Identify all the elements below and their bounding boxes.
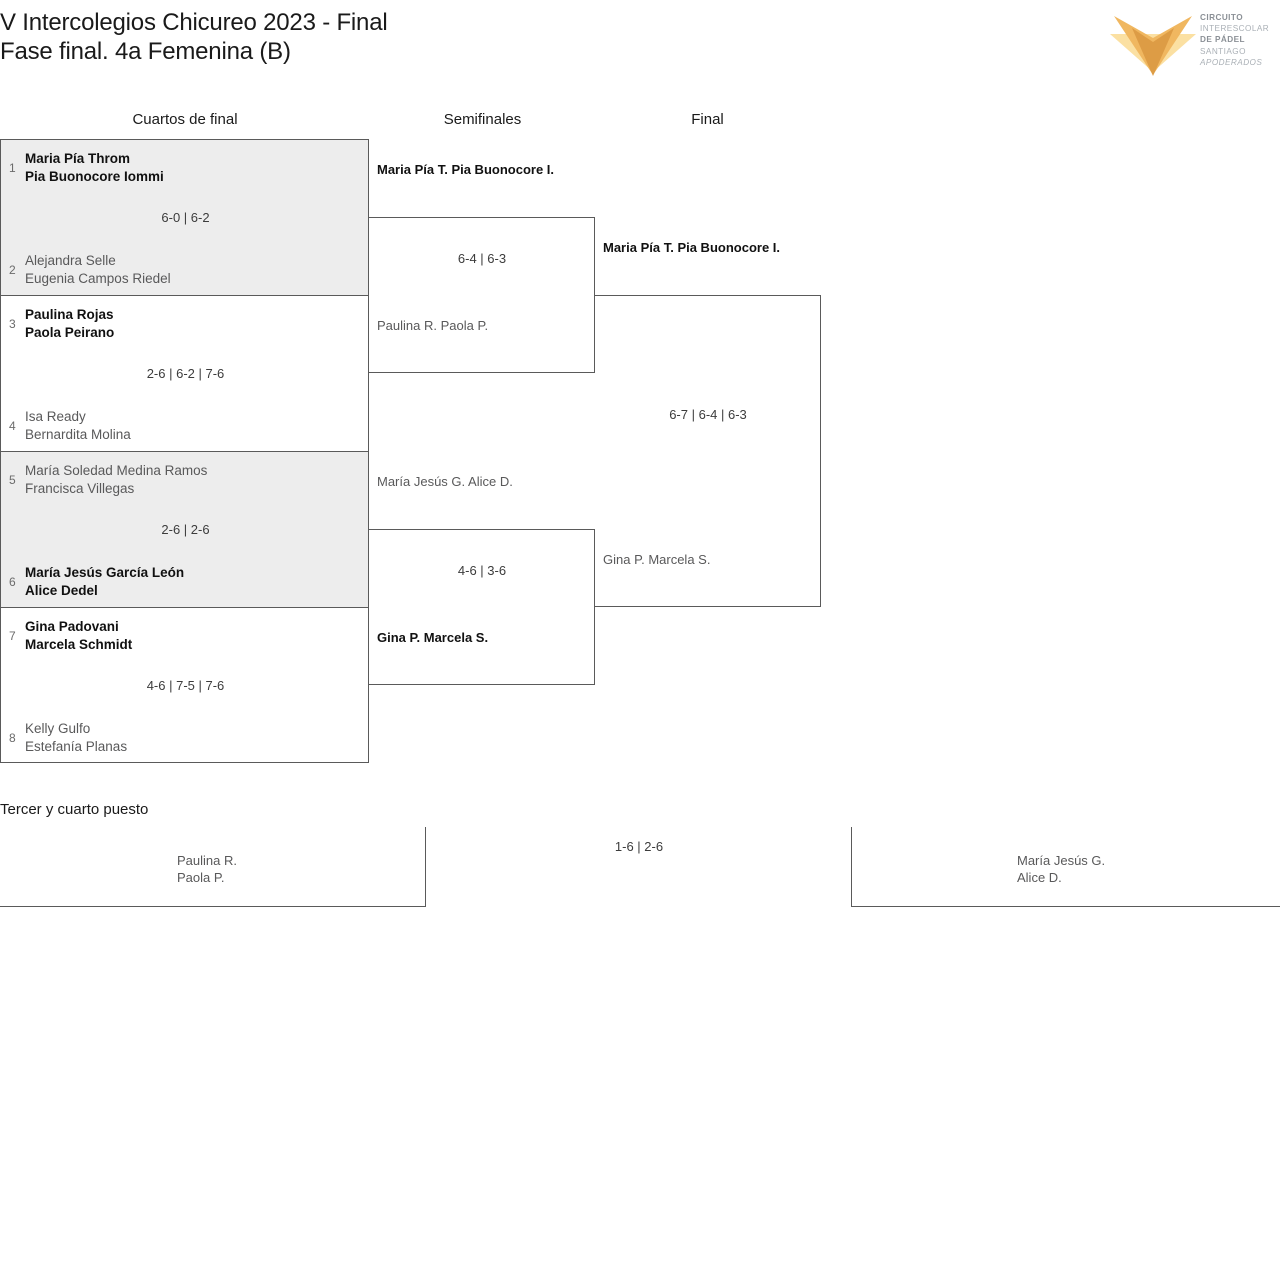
player-name: Maria Pía T. <box>377 162 448 177</box>
team-entry: Gina P. Marcela S. <box>603 551 710 569</box>
match-quarterfinal-4[interactable]: 7 Gina Padovani Marcela Schmidt 4-6 | 7-… <box>0 607 369 763</box>
player-name: Maria Pía T. <box>603 240 674 255</box>
player-name: Paola P. <box>177 870 225 885</box>
seed-number: 5 <box>9 473 16 487</box>
third-place-score: 1-6 | 2-6 <box>614 839 664 854</box>
round-header-quarterfinals: Cuartos de final <box>132 111 238 128</box>
match-score: 6-0 | 6-2 <box>161 210 210 225</box>
seed-number: 1 <box>9 161 16 175</box>
title-line-2: Fase final. 4a Femenina (B) <box>0 38 291 65</box>
match-semifinal-2[interactable]: María Jesús G. Alice D. 4-6 | 3-6 Gina P… <box>369 474 595 685</box>
seed-number: 2 <box>9 263 16 277</box>
team-entry: María Soledad Medina Ramos Francisca Vil… <box>25 462 207 498</box>
player-name: Alice D. <box>468 474 513 489</box>
seed-number: 4 <box>9 419 16 433</box>
player-name: María Jesús García León <box>25 565 185 580</box>
player-name: Maria Pía Throm <box>25 151 131 166</box>
player-name: Alejandra Selle <box>25 253 116 268</box>
match-quarterfinal-2[interactable]: 3 Paulina Rojas Paola Peirano 2-6 | 6-2 … <box>0 295 369 451</box>
team-entry: Paulina Rojas Paola Peirano <box>25 306 114 342</box>
match-final[interactable]: Maria Pía T. Pia Buonocore I. 6-7 | 6-4 … <box>595 240 821 607</box>
team-entry: María Jesús G. Alice D. <box>1017 852 1105 886</box>
player-name: Francisca Villegas <box>25 481 135 496</box>
player-name: Pia Buonocore I. <box>677 240 781 255</box>
logo-text-line-1: CIRCUITO <box>1200 13 1244 22</box>
match-score: 6-7 | 6-4 | 6-3 <box>669 407 747 422</box>
team-entry: Maria Pía T. Pia Buonocore I. <box>377 161 554 179</box>
match-score: 6-4 | 6-3 <box>457 251 507 266</box>
team-entry: Maria Pía T. Pia Buonocore I. <box>603 239 780 257</box>
third-place-title: Tercer y cuarto puesto <box>0 801 149 818</box>
player-name: María Soledad Medina Ramos <box>25 463 208 478</box>
team-entry: Maria Pía Throm Pia Buonocore Iommi <box>25 150 164 186</box>
bracket: 1 Maria Pía Throm Pia Buonocore Iommi 6-… <box>0 139 900 769</box>
team-entry: Paulina R. Paola P. <box>377 317 488 335</box>
seed-number: 8 <box>9 731 16 745</box>
player-name: Paulina Rojas <box>25 307 114 322</box>
match-score: 2-6 | 2-6 <box>161 522 210 537</box>
logo-text-line-3: DE PÁDEL <box>1200 35 1245 45</box>
third-place-left-slot[interactable]: Paulina R. Paola P. <box>0 827 426 907</box>
player-name: Marcela Schmidt <box>25 637 133 652</box>
player-name: Pia Buonocore I. <box>451 162 555 177</box>
team-entry: María Jesús G. Alice D. <box>377 473 513 491</box>
player-name: Isa Ready <box>25 409 86 424</box>
team-entry: Kelly Gulfo Estefanía Planas <box>25 720 127 756</box>
match-score: 2-6 | 6-2 | 7-6 <box>146 366 225 381</box>
match-quarterfinal-1[interactable]: 1 Maria Pía Throm Pia Buonocore Iommi 6-… <box>0 139 369 295</box>
team-entry: Alejandra Selle Eugenia Campos Riedel <box>25 252 171 288</box>
logo-arrow-icon <box>1110 16 1196 76</box>
tournament-logo: CIRCUITO INTERESCOLAR DE PÁDEL SANTIAGO … <box>1102 6 1278 86</box>
match-quarterfinal-3[interactable]: 5 María Soledad Medina Ramos Francisca V… <box>0 451 369 607</box>
player-name: María Jesús G. <box>377 474 466 489</box>
logo-text-line-5: APODERADOS <box>1200 57 1263 67</box>
page-header: V Intercolegios Chicureo 2023 - Final Fa… <box>0 0 1280 96</box>
page-title: V Intercolegios Chicureo 2023 - Final Fa… <box>0 8 388 66</box>
seed-number: 6 <box>9 575 16 589</box>
player-name: Paulina R. <box>377 318 437 333</box>
logo-text-line-4: SANTIAGO <box>1200 46 1246 56</box>
player-name: Eugenia Campos Riedel <box>25 271 171 286</box>
logo-text-line-2: INTERESCOLAR <box>1200 24 1270 34</box>
player-name: Gina P. <box>377 630 421 645</box>
team-entry: Gina Padovani Marcela Schmidt <box>25 618 132 654</box>
player-name: Pia Buonocore Iommi <box>25 169 164 184</box>
team-entry: Gina P. Marcela S. <box>377 629 488 647</box>
round-header-semifinals: Semifinales <box>443 111 522 128</box>
player-name: Estefanía Planas <box>25 739 128 754</box>
player-name: Gina Padovani <box>25 619 119 634</box>
player-name: Gina P. <box>603 552 645 567</box>
match-score: 4-6 | 7-5 | 7-6 <box>146 678 225 693</box>
player-name: Paulina R. <box>177 853 237 868</box>
match-score: 4-6 | 3-6 <box>457 563 507 578</box>
player-name: Paola P. <box>440 318 489 333</box>
team-entry: María Jesús García León Alice Dedel <box>25 564 184 600</box>
player-name: Bernardita Molina <box>25 427 131 442</box>
team-entry: Isa Ready Bernardita Molina <box>25 408 131 444</box>
player-name: Alice Dedel <box>25 583 98 598</box>
title-line-1: V Intercolegios Chicureo 2023 - Final <box>0 9 388 36</box>
player-name: Marcela S. <box>423 630 489 645</box>
seed-number: 3 <box>9 317 16 331</box>
player-name: Alice D. <box>1017 870 1062 885</box>
third-place-right-slot[interactable]: María Jesús G. Alice D. <box>851 827 1280 907</box>
player-name: Marcela S. <box>648 552 711 567</box>
team-entry: Paulina R. Paola P. <box>177 852 237 886</box>
player-name: María Jesús G. <box>1017 853 1106 868</box>
seed-number: 7 <box>9 629 16 643</box>
player-name: Kelly Gulfo <box>25 721 91 736</box>
round-header-final: Final <box>691 111 724 128</box>
logo-wordmark: CIRCUITO INTERESCOLAR DE PÁDEL SANTIAGO … <box>1200 12 1280 68</box>
player-name: Paola Peirano <box>25 325 115 340</box>
match-semifinal-1[interactable]: Maria Pía T. Pia Buonocore I. 6-4 | 6-3 … <box>369 162 595 373</box>
